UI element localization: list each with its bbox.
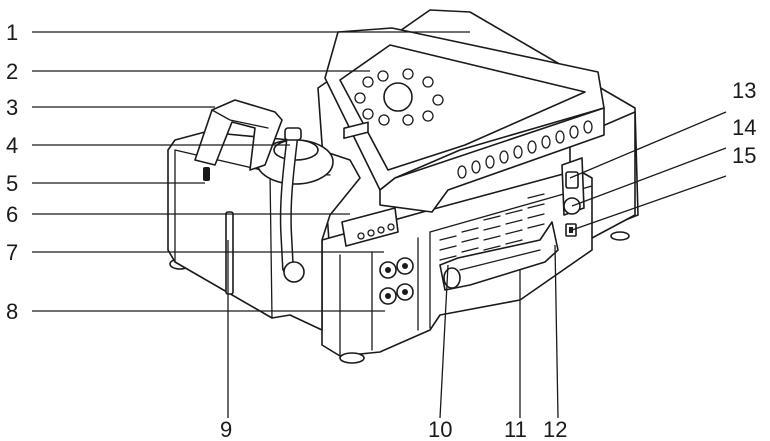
label-13: 13 bbox=[732, 78, 756, 103]
emitter-tray bbox=[324, 27, 605, 213]
label-6: 6 bbox=[6, 202, 18, 227]
label-15: 15 bbox=[732, 143, 756, 168]
label-8: 8 bbox=[6, 299, 18, 324]
label-10: 10 bbox=[428, 417, 452, 441]
label-7: 7 bbox=[6, 240, 18, 265]
carry-handle bbox=[194, 99, 283, 171]
label-5: 5 bbox=[6, 171, 18, 196]
label-2: 2 bbox=[6, 59, 18, 84]
label-3: 3 bbox=[6, 95, 18, 120]
power-controls bbox=[561, 157, 585, 237]
vent-grille bbox=[439, 193, 545, 263]
label-1: 1 bbox=[6, 20, 18, 45]
fluid-tube bbox=[203, 127, 305, 283]
led-row bbox=[457, 120, 593, 179]
dmx-connectors bbox=[379, 257, 414, 305]
callout-labels: 1 2 3 4 5 6 7 8 9 10 11 12 13 14 15 bbox=[6, 20, 756, 441]
leader-lines bbox=[32, 31, 727, 419]
label-4: 4 bbox=[6, 133, 18, 158]
display-panel bbox=[341, 121, 399, 247]
label-14: 14 bbox=[732, 115, 756, 140]
label-9: 9 bbox=[220, 417, 232, 441]
label-12: 12 bbox=[543, 417, 567, 441]
label-11: 11 bbox=[504, 417, 527, 441]
